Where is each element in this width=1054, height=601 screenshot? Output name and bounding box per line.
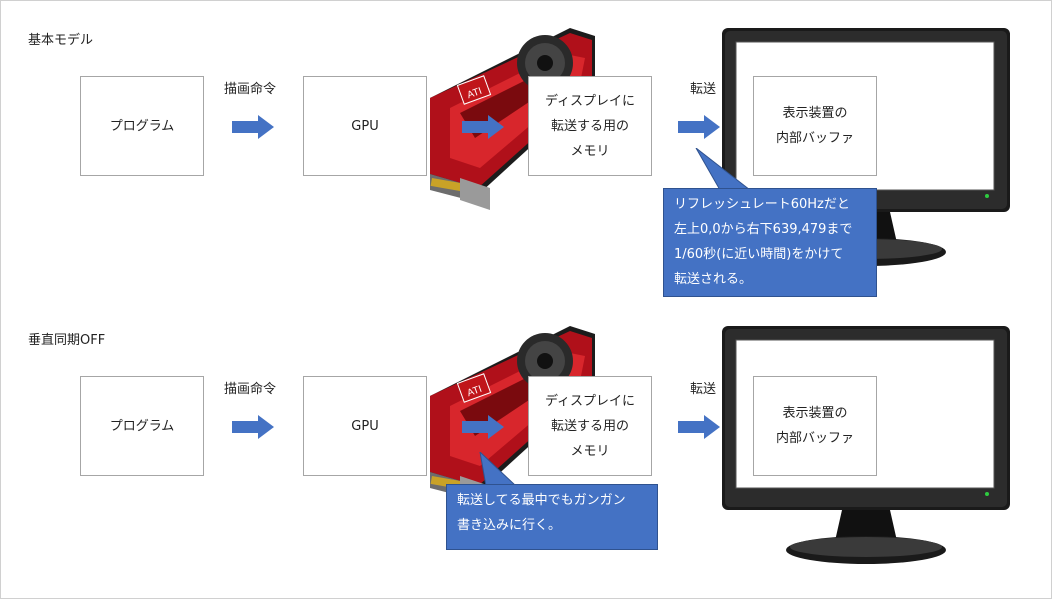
transfer-label: 転送	[690, 382, 717, 397]
callout-refresh-rate: リフレッシュレート60Hzだと 左上0,0から右下639,479まで 1/60秒…	[663, 188, 877, 297]
section-title-vsync-off: 垂直同期OFF	[28, 333, 106, 348]
svg-text:ATI: ATI	[466, 384, 484, 399]
right-arrow-icon	[678, 115, 720, 139]
right-arrow-icon	[678, 415, 720, 439]
right-arrow-icon	[232, 415, 274, 439]
display-memory-box: ディスプレイに 転送する用の メモリ	[528, 376, 652, 476]
display-buffer-box: 表示装置の 内部バッファ	[753, 76, 877, 176]
right-arrow-icon	[462, 415, 504, 439]
program-box: プログラム	[80, 76, 204, 176]
draw-command-label: 描画命令	[224, 82, 277, 97]
display-buffer-box: 表示装置の 内部バッファ	[753, 376, 877, 476]
right-arrow-icon	[232, 115, 274, 139]
svg-text:ATI: ATI	[466, 86, 484, 101]
transfer-label: 転送	[690, 82, 717, 97]
callout-tail	[479, 452, 518, 487]
callout-vsync-off: 転送してる最中でもガンガン 書き込みに行く。	[446, 484, 658, 550]
gpu-box: GPU	[303, 76, 427, 176]
draw-command-label: 描画命令	[224, 382, 277, 397]
right-arrow-icon	[462, 115, 504, 139]
callout-tail	[695, 148, 752, 191]
display-memory-box: ディスプレイに 転送する用の メモリ	[528, 76, 652, 176]
section-title-basic-model: 基本モデル	[28, 33, 94, 48]
program-box: プログラム	[80, 376, 204, 476]
gpu-box: GPU	[303, 376, 427, 476]
